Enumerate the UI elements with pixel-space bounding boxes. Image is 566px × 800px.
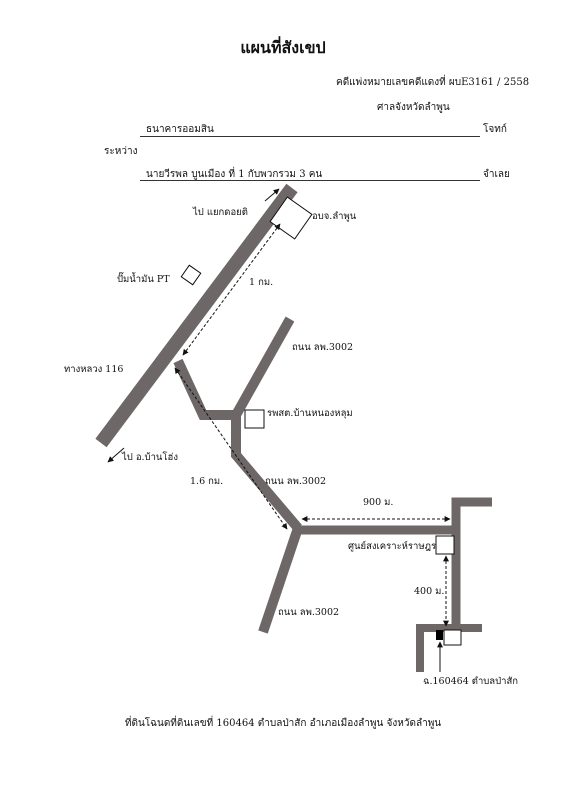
label-road-3002-north: ถนน ลพ.3002: [292, 342, 353, 353]
branch-road: [173, 358, 236, 420]
label-land-title: ฉ.160464 ตำบลป่าสัก: [423, 676, 518, 687]
court-name: ศาลจังหวัดลำพูน: [377, 102, 450, 113]
plaintiff-underline: [140, 136, 480, 137]
road-bottom-segment: [416, 624, 482, 672]
label-to-ban-hong: ไป อ.บ้านโฮ่ง: [121, 451, 178, 463]
label-health-center: รพสต.บ้านหนองหลุม: [267, 408, 353, 419]
footer-description: ที่ดินโฉนดที่ดินเลขที่ 160464 ตำบลป่าสัก…: [124, 718, 442, 729]
land-plot-marker: [436, 630, 443, 640]
defendant-underline: [140, 180, 480, 181]
land-plot-building: [443, 629, 462, 646]
to-doi-ti-arrow: [264, 188, 280, 202]
district-office-building: [269, 196, 313, 240]
road-east-segment: [298, 497, 492, 535]
label-dist-400m: 400 ม.: [414, 586, 444, 597]
label-to-doi-ti: ไป แยกดอยติ: [192, 206, 248, 218]
plaintiff-name: ธนาคารออมสิน: [146, 124, 214, 135]
health-center-building: [244, 409, 265, 429]
case-number: คดีแพ่งหมายเลขคดีแดงที่ ผบE3161 / 2558: [336, 77, 530, 88]
dist-1km-arrow: [182, 223, 281, 356]
label-dist-900m: 900 ม.: [363, 497, 393, 508]
defendant-role: จำเลย: [483, 169, 510, 180]
label-highway-116: ทางหลวง 116: [64, 364, 123, 375]
to-ban-hong-arrow: [107, 447, 125, 463]
road-3002-mid-segment: [231, 415, 302, 532]
road-3002-south-segment: [258, 526, 303, 634]
label-district-office: อบจ.ลำพูน: [312, 211, 357, 222]
elderly-center-building: [435, 535, 455, 555]
label-gas-station: ปั๊มน้ำมัน PT: [117, 271, 170, 285]
label-dist-1-6km: 1.6 กม.: [190, 476, 223, 487]
dist-1-6km-arrow: [174, 367, 288, 530]
label-elderly-center: ศูนย์สงเคราะห์ราษฎร: [348, 540, 436, 552]
defendant-name: นายวีรพล บูนเมือง ที่ 1 กับพวกรวม 3 คน: [146, 169, 323, 180]
between-label: ระหว่าง: [104, 146, 138, 157]
roads: [95, 183, 492, 672]
label-dist-1km: 1 กม.: [249, 277, 273, 288]
plaintiff-role: โจทก์: [483, 124, 507, 135]
page-title: แผนที่สังเขป: [240, 38, 326, 57]
label-road-3002-mid: ถนน ลพ.3002: [265, 476, 326, 487]
road-3002-north-segment: [231, 316, 295, 418]
gas-station-building: [180, 264, 202, 286]
label-road-3002-south: ถนน ลพ.3002: [278, 607, 339, 618]
